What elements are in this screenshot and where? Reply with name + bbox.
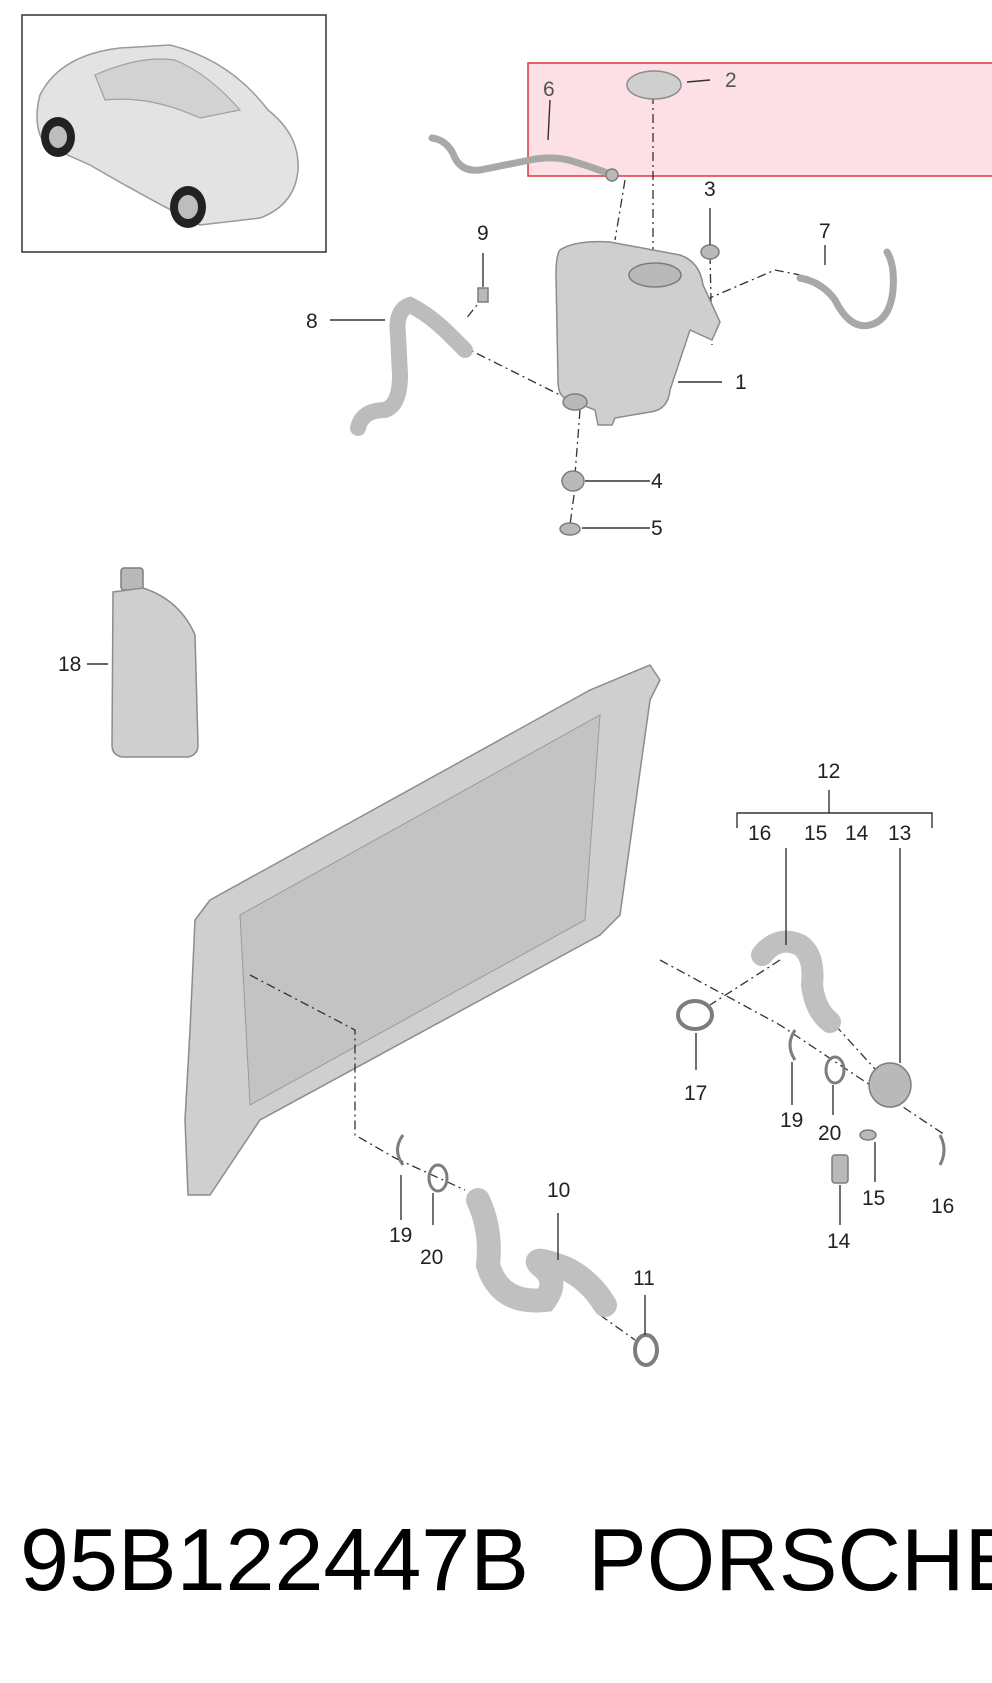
callout-13: 13 (888, 822, 911, 845)
callout-16a: 16 (748, 822, 771, 845)
callout-labels: 2 6 3 7 9 8 1 4 5 18 12 16 15 14 13 17 1… (58, 69, 954, 1290)
callout-5: 5 (651, 517, 663, 540)
callout-19a: 19 (780, 1109, 803, 1132)
part-20-oring-right (824, 1055, 846, 1085)
callout-20b: 20 (420, 1246, 443, 1269)
part-19-clip-left (396, 1134, 405, 1166)
part-7-hose (796, 248, 897, 330)
callout-7: 7 (819, 220, 831, 243)
callout-8: 8 (306, 310, 318, 333)
part-9-screw (477, 287, 489, 303)
callout-9: 9 (477, 222, 489, 245)
callout-14b: 14 (827, 1230, 851, 1253)
callout-10: 10 (547, 1179, 570, 1202)
part-16-hose (751, 930, 841, 1033)
part-19-clip-right (788, 1029, 797, 1061)
part-2-cap (626, 70, 682, 100)
callout-1: 1 (735, 371, 747, 394)
part-11-clamp (633, 1333, 659, 1367)
part-1-expansion-tank (555, 240, 721, 426)
part-18-coolant-bottle (111, 567, 199, 758)
part-10-hose (466, 1188, 617, 1317)
callout-18: 18 (58, 653, 81, 676)
part-4-bleeder (561, 470, 585, 492)
footer-brand: PORSCHE (588, 1510, 992, 1609)
part-20-oring-left (427, 1163, 449, 1193)
bracket-12 (736, 790, 933, 828)
callout-4: 4 (651, 470, 663, 493)
callout-3: 3 (704, 178, 716, 201)
part-6-breather-hose (428, 134, 616, 179)
callout-2: 2 (725, 69, 737, 92)
part-16-clip (938, 1134, 946, 1166)
callout-6: 6 (543, 78, 555, 101)
callout-16b: 16 (931, 1195, 954, 1218)
callout-14a: 14 (845, 822, 869, 845)
vehicle-thumbnail (21, 14, 327, 253)
footer-part-number: 95B122447B (20, 1510, 529, 1609)
leader-lines (87, 79, 901, 1335)
callout-17: 17 (684, 1082, 707, 1105)
callout-19b: 19 (389, 1224, 412, 1247)
part-13-flange (868, 1062, 912, 1108)
callout-12: 12 (817, 760, 840, 783)
callout-11: 11 (633, 1267, 655, 1290)
part-15-seal (859, 1129, 877, 1141)
radiator (184, 664, 661, 1196)
callout-20a: 20 (818, 1122, 841, 1145)
callout-15b: 15 (862, 1187, 885, 1210)
part-3-washer (700, 244, 720, 260)
part-14-sensor (831, 1154, 849, 1184)
part-6-end-fitting (605, 168, 619, 182)
part-5-seal (559, 522, 581, 536)
part-8-hose (350, 296, 473, 436)
callout-15a: 15 (804, 822, 827, 845)
highlight-box (527, 62, 992, 177)
part-17-clamp (676, 999, 714, 1031)
